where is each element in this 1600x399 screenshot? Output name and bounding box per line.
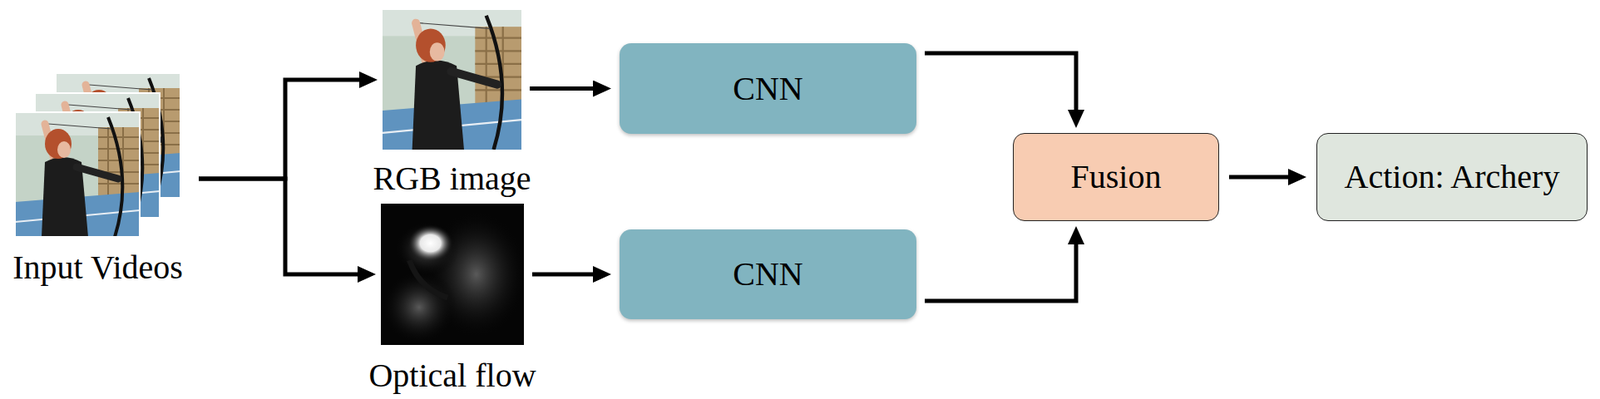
video-input: Input Videos bbox=[14, 73, 181, 287]
video-frame bbox=[14, 112, 140, 238]
image-input: RGB image bbox=[382, 9, 522, 198]
image-caption: Optical flow bbox=[368, 357, 536, 395]
flow-arrow bbox=[532, 272, 603, 277]
flow-arrow bbox=[924, 234, 1077, 302]
flow-arrow bbox=[924, 53, 1077, 120]
flow-arrow bbox=[529, 86, 603, 91]
image-input: Optical flow bbox=[380, 203, 524, 395]
flow-arrow bbox=[198, 79, 370, 179]
picture-area bbox=[380, 203, 524, 346]
process-box: CNN bbox=[619, 43, 917, 134]
box-label: CNN bbox=[732, 70, 803, 108]
box-label: Action: Archery bbox=[1344, 158, 1561, 196]
flow-arrow bbox=[198, 178, 368, 275]
image-caption: Input Videos bbox=[12, 249, 183, 287]
process-box: CNN bbox=[619, 229, 917, 320]
frame-border bbox=[14, 112, 140, 238]
video-frame-stack bbox=[14, 73, 181, 238]
picture-area bbox=[14, 73, 181, 238]
optical-flow-image bbox=[380, 203, 529, 346]
process-box: Fusion bbox=[1012, 133, 1220, 222]
flow-arrow bbox=[1229, 175, 1299, 180]
box-label: Fusion bbox=[1071, 158, 1162, 196]
picture-area bbox=[382, 9, 522, 150]
box-label: CNN bbox=[732, 256, 803, 293]
output-box: Action: Archery bbox=[1316, 133, 1588, 222]
rgb-frame-image bbox=[382, 9, 522, 150]
image-caption: RGB image bbox=[373, 160, 532, 198]
